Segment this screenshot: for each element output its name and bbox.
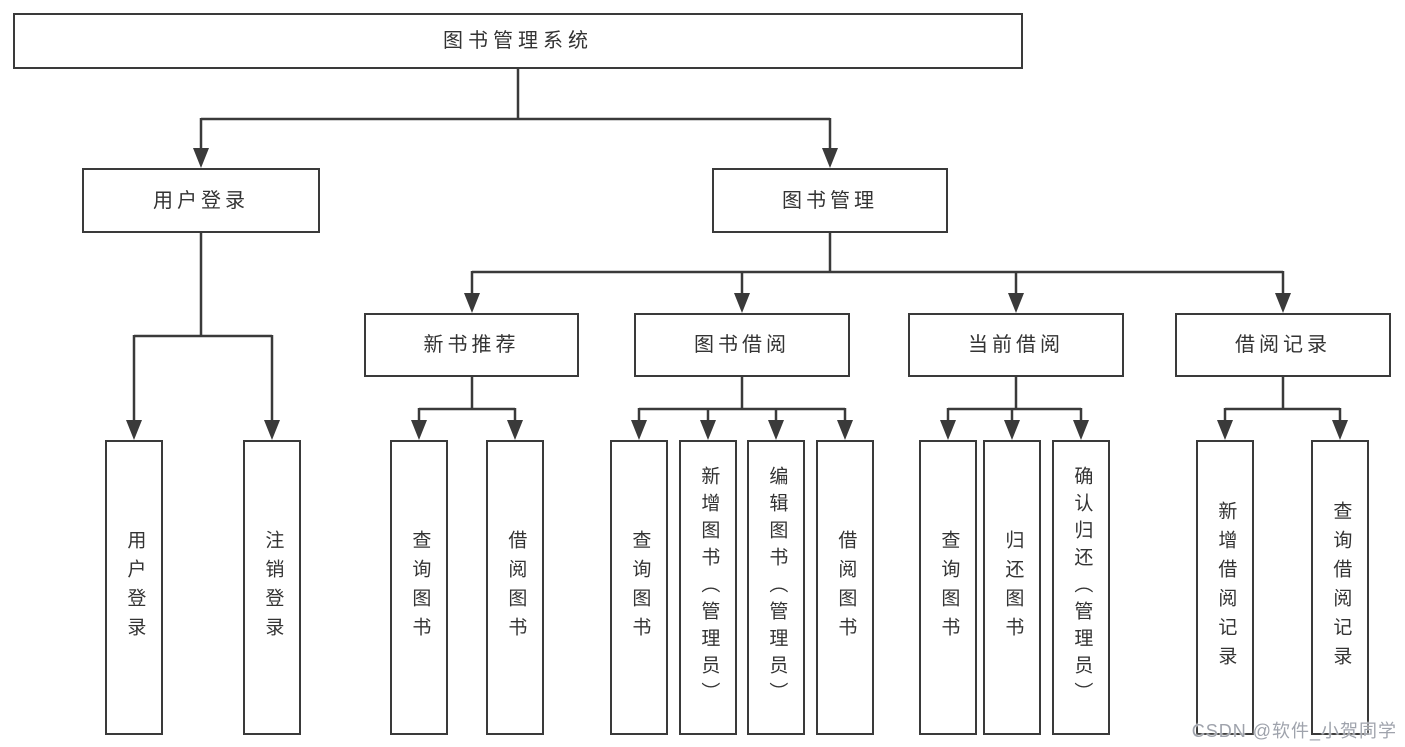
node-current-borrow: 当前借阅	[908, 313, 1124, 377]
csdn-watermark: CSDN @软件_小贺同学	[1191, 721, 1397, 741]
node-root: 图书管理系统	[13, 13, 1023, 69]
leaf-add-book-admin: 新增图书（管理员）	[679, 440, 737, 735]
leaf-return-book: 归还图书	[983, 440, 1041, 735]
leaf-confirm-return-admin: 确认归还（管理员）	[1052, 440, 1110, 735]
leaf-query-books-recommend: 查询图书	[390, 440, 448, 735]
leaf-logout: 注销登录	[243, 440, 301, 735]
leaf-user-login: 用户登录	[105, 440, 163, 735]
leaf-edit-book-admin: 编辑图书（管理员）	[747, 440, 805, 735]
leaf-borrow-books: 借阅图书	[816, 440, 874, 735]
leaf-query-books-current: 查询图书	[919, 440, 977, 735]
node-borrow-records: 借阅记录	[1175, 313, 1391, 377]
leaf-query-books-borrow: 查询图书	[610, 440, 668, 735]
node-book-management: 图书管理	[712, 168, 948, 233]
leaf-add-borrow-record: 新增借阅记录	[1196, 440, 1254, 735]
node-user-login: 用户登录	[82, 168, 320, 233]
leaf-query-borrow-record: 查询借阅记录	[1311, 440, 1369, 735]
node-new-book-recommend: 新书推荐	[364, 313, 579, 377]
leaf-borrow-books-recommend: 借阅图书	[486, 440, 544, 735]
node-book-borrow: 图书借阅	[634, 313, 850, 377]
